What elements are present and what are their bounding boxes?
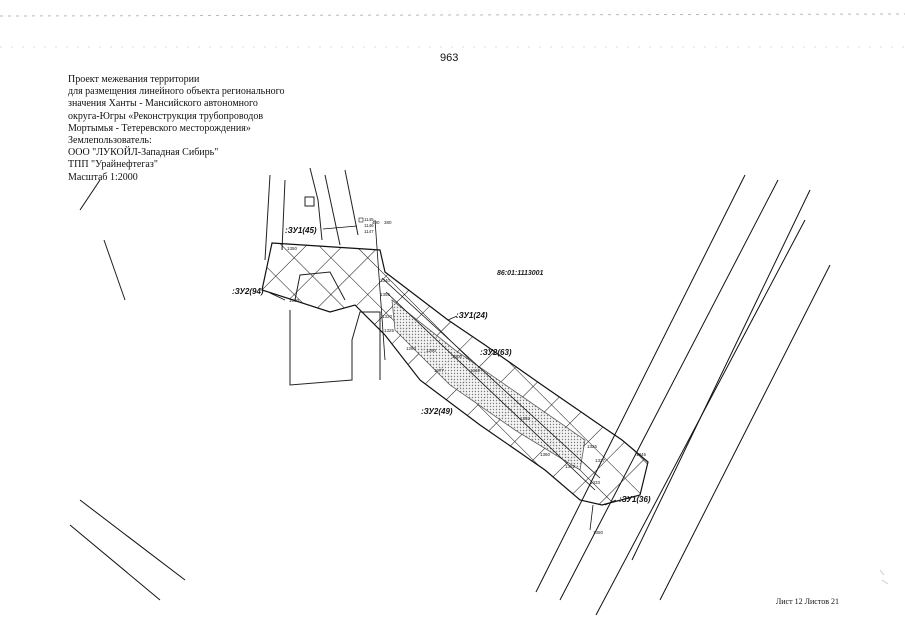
svg-text:1326: 1326 (587, 444, 598, 449)
title-line: Проект межевания территории (68, 74, 200, 85)
parcel-label-zu1-45: :ЗУ1(45) (285, 226, 317, 235)
svg-text:1310: 1310 (470, 368, 481, 373)
land-user-label: Землепользователь: (68, 135, 152, 147)
svg-text:1355: 1355 (380, 292, 391, 297)
svg-text:1340: 1340 (380, 278, 391, 283)
title-line: Мортымья - Тетеревского месторождения» (68, 122, 251, 134)
svg-text:1145: 1145 (364, 217, 374, 222)
svg-text:1325: 1325 (384, 328, 395, 333)
svg-text:1360: 1360 (540, 452, 551, 457)
svg-text:1000: 1000 (289, 298, 300, 303)
sheet-label: Лист 12 Листов 21 (775, 597, 839, 606)
svg-text:1300: 1300 (452, 354, 463, 359)
parcel-label-zu2-94: :ЗУ2(94) (232, 287, 264, 296)
cadastral-number: 86:01:1113001 (497, 270, 544, 277)
svg-text:1352: 1352 (520, 416, 531, 421)
page-number: 963 (440, 52, 459, 64)
lower-left-lines (69, 179, 186, 601)
scale-label: Масштаб 1:2000 (68, 171, 138, 183)
svg-text:1290: 1290 (426, 348, 437, 353)
title-block: Проект межевания территории для размещен… (68, 74, 284, 184)
leader-lines (269, 225, 617, 531)
pipeline-lines (374, 219, 601, 491)
svg-text:1350: 1350 (287, 246, 298, 251)
svg-text:1146: 1146 (364, 223, 374, 228)
parcel-label-zu1-36: :ЗУ1(36) (619, 495, 651, 504)
parcel-label-zu1-24: :ЗУ1(24) (456, 311, 488, 320)
svg-text:1327: 1327 (595, 458, 606, 463)
title-line: для размещения линейного объекта региона… (68, 86, 285, 98)
svg-text:1147: 1147 (364, 229, 374, 234)
svg-text:1350: 1350 (593, 530, 604, 535)
title-line: значения Ханты - Мансийского автономного (68, 98, 258, 110)
parcel-label-zu2-49: :ЗУ2(49) (421, 407, 453, 416)
svg-text:1345: 1345 (636, 452, 647, 457)
svg-text:380: 380 (384, 220, 392, 225)
land-user-division: ТПП "Урайнефтегаз" (68, 159, 158, 171)
svg-text:1280: 1280 (406, 346, 417, 351)
svg-text:1320: 1320 (382, 314, 393, 319)
svg-text:1277: 1277 (434, 368, 445, 373)
parcel-label-zu2-63: :ЗУ2(63) (480, 348, 512, 357)
svg-text:1362: 1362 (565, 464, 576, 469)
road-lines (535, 174, 831, 616)
svg-text:1333: 1333 (590, 480, 601, 485)
land-user-name: ООО "ЛУКОЙЛ-Западная Сибирь" (68, 147, 219, 159)
svg-text:490: 490 (372, 220, 380, 225)
title-line: округа-Югры «Реконструкция трубопроводов (68, 110, 264, 122)
